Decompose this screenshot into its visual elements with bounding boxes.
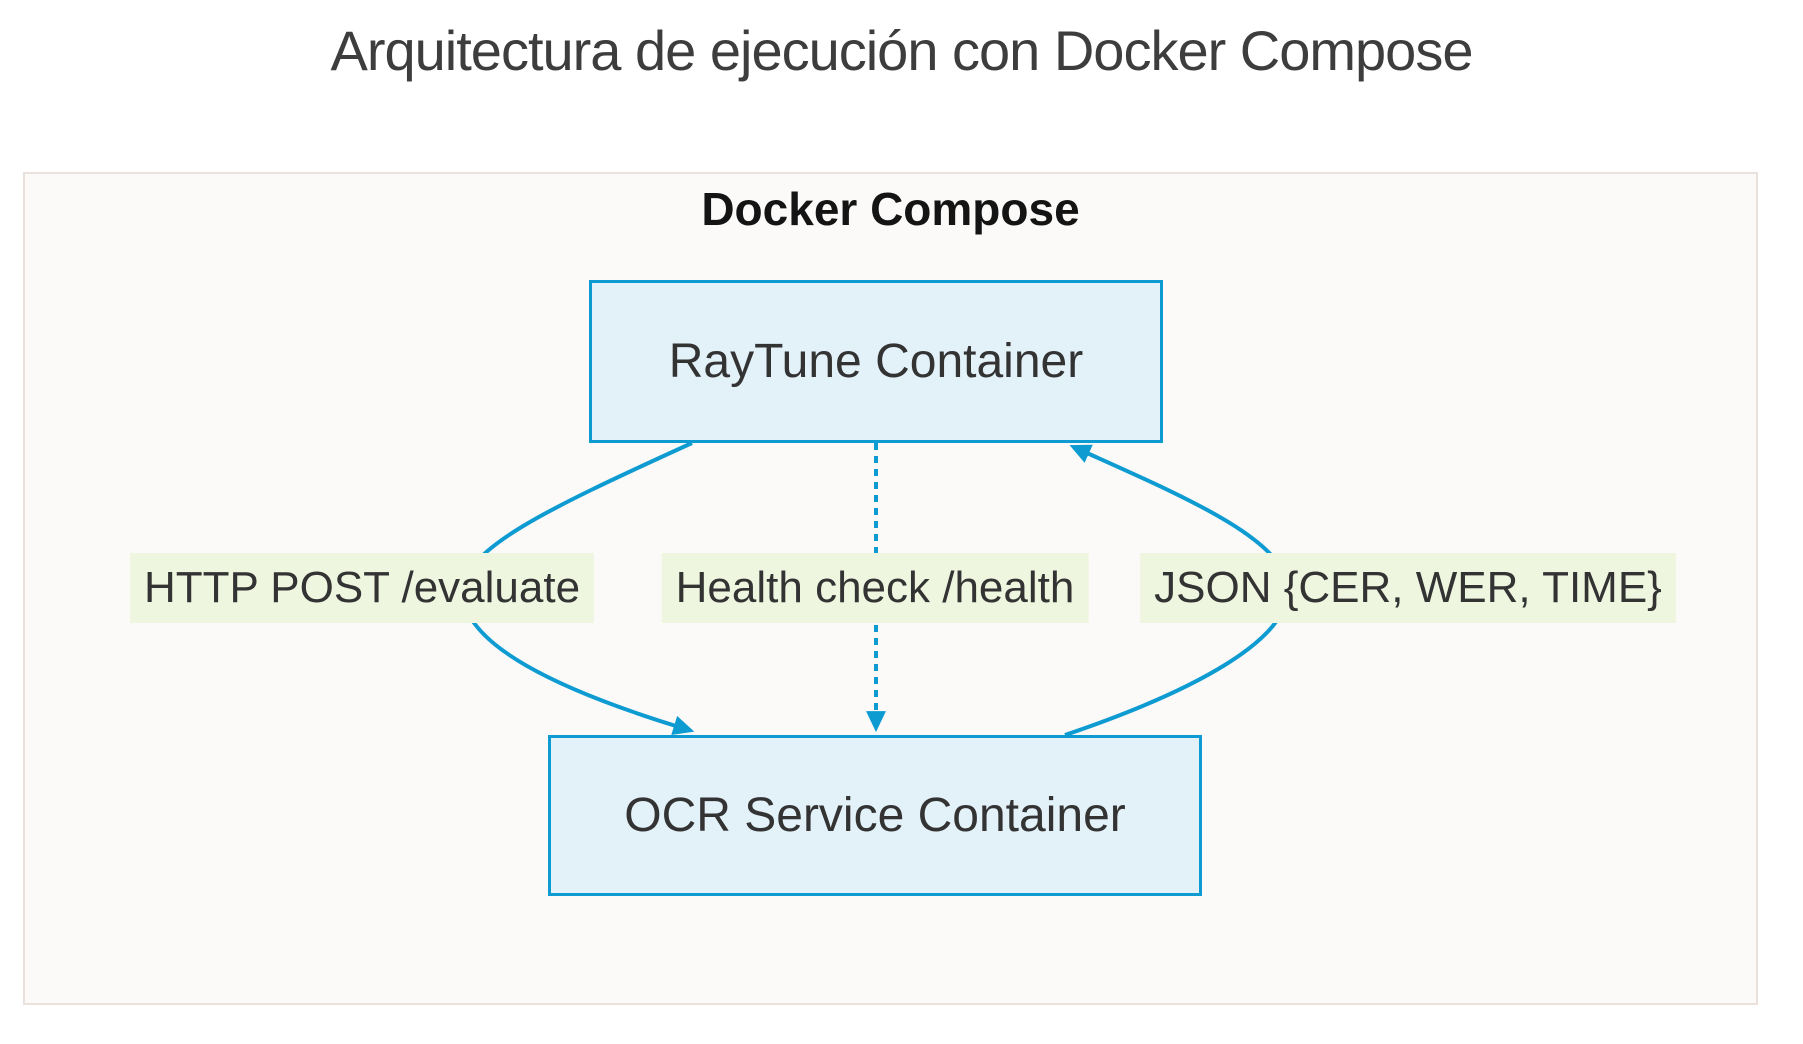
edge-label-health-check: Health check /health xyxy=(661,553,1089,623)
node-ocr: OCR Service Container xyxy=(548,735,1202,896)
edge-label-json-return: JSON {CER, WER, TIME} xyxy=(1140,553,1676,623)
node-raytune: RayTune Container xyxy=(589,280,1163,443)
node-ocr-label: OCR Service Container xyxy=(624,789,1126,842)
cluster-label: Docker Compose xyxy=(701,183,1080,235)
diagram-title: Arquitectura de ejecución con Docker Com… xyxy=(330,19,1474,82)
node-raytune-label: RayTune Container xyxy=(668,335,1084,388)
edge-label-http-post: HTTP POST /evaluate xyxy=(129,553,595,623)
